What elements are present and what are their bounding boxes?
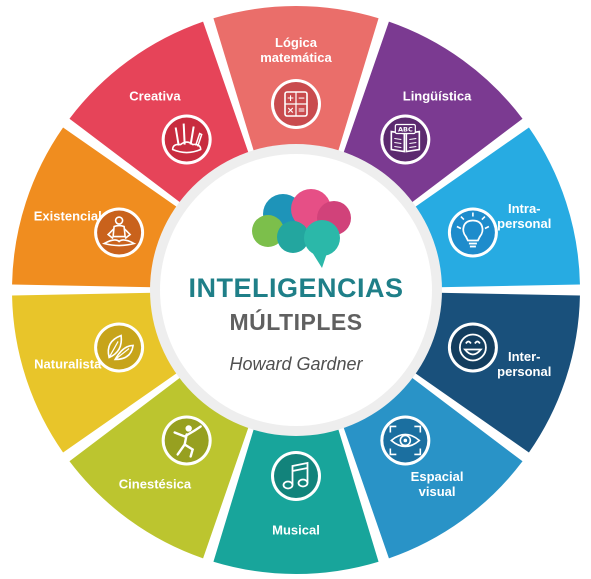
segment-espacial-wedge	[340, 372, 523, 559]
meditation-icon	[94, 207, 145, 258]
segment-linguistica-label: Lingüística	[403, 88, 472, 103]
segment-creativa-label: Creativa	[129, 88, 181, 103]
brain-logo-icon	[252, 189, 351, 268]
eye-icon	[380, 415, 431, 466]
segment-existencial-label: Existencial	[34, 208, 102, 223]
segment-intrapersonal: Intra-personal	[407, 127, 580, 288]
svg-text:−: −	[298, 94, 306, 104]
main-subtitle: MÚLTIPLES	[229, 308, 362, 335]
dancer-icon	[161, 415, 212, 466]
music-note-icon	[271, 451, 321, 501]
main-title: INTELIGENCIAS	[188, 273, 403, 303]
segment-musical: Musical	[213, 420, 379, 574]
segment-linguistica: ABC Lingüística	[340, 21, 523, 208]
book-icon: ABC	[380, 114, 431, 165]
segment-logica-label: matemática	[260, 50, 332, 65]
segment-creativa: Creativa	[69, 21, 252, 208]
segment-naturalista-wedge	[12, 292, 185, 453]
art-supplies-icon	[161, 114, 212, 165]
segment-naturalista: Naturalista	[12, 292, 185, 453]
segment-musical-label: Musical	[272, 523, 320, 538]
center-hub: INTELIGENCIAS MÚLTIPLES Howard Gardner	[150, 144, 442, 436]
segment-interpersonal-label: Inter-	[508, 349, 541, 364]
svg-text:+: +	[287, 94, 295, 104]
hub-disc	[160, 154, 432, 426]
lightbulb-icon	[447, 207, 498, 258]
svg-text:×: ×	[287, 106, 295, 116]
segment-cinestesica-label: Cinestésica	[119, 477, 192, 492]
segment-interpersonal-label: personal	[497, 364, 551, 379]
segment-interpersonal-wedge	[407, 292, 580, 453]
leaf-icon	[94, 322, 145, 373]
segment-intrapersonal-wedge	[407, 127, 580, 288]
segment-linguistica-wedge	[340, 21, 523, 208]
smiley-icon	[447, 322, 498, 373]
svg-text:ABC: ABC	[398, 126, 413, 134]
segment-creativa-wedge	[69, 21, 252, 208]
segment-intrapersonal-label: Intra-	[508, 201, 541, 216]
segment-existencial-wedge	[12, 127, 185, 288]
calculator-icon: +−×=	[271, 79, 321, 129]
segment-naturalista-label: Naturalista	[34, 357, 102, 372]
segment-existencial: Existencial	[12, 127, 185, 288]
segment-cinestesica-wedge	[69, 372, 252, 559]
segment-intrapersonal-label: personal	[497, 216, 551, 231]
author-name: Howard Gardner	[229, 354, 363, 374]
svg-text:=: =	[298, 106, 306, 116]
segment-logica-label: Lógica	[275, 35, 318, 50]
segment-espacial-label: visual	[419, 484, 456, 499]
segment-espacial-label: Espacial	[411, 469, 464, 484]
segment-interpersonal: Inter-personal	[407, 292, 580, 453]
segment-cinestesica: Cinestésica	[69, 372, 252, 559]
